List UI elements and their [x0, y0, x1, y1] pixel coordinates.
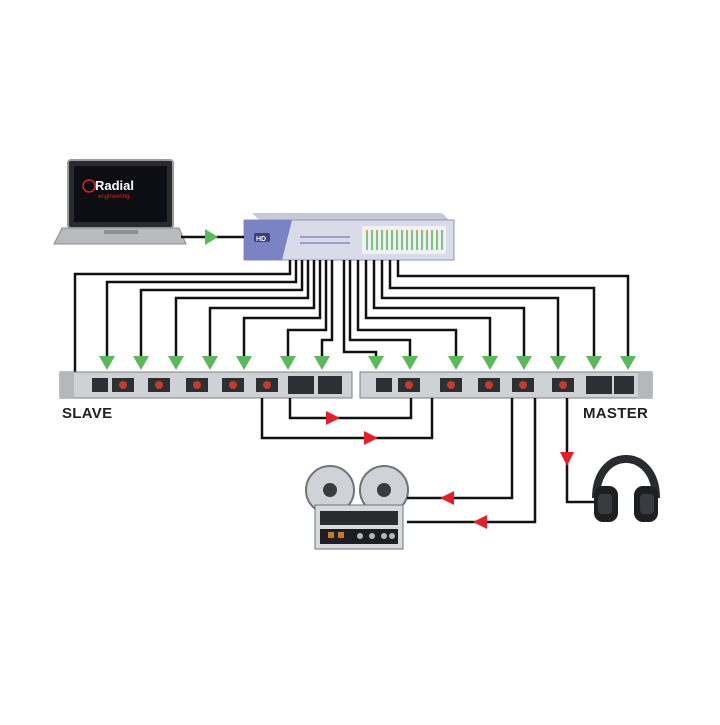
slave-label: SLAVE — [62, 405, 113, 422]
audio-interface: HD — [243, 213, 455, 261]
laptop-screen-subtitle: engineering — [98, 194, 129, 200]
input-arrows — [99, 356, 636, 370]
headphone-cable — [565, 398, 594, 504]
tape-machine — [305, 465, 409, 550]
link-arrows — [326, 411, 378, 445]
tape-cables — [407, 398, 537, 524]
laptop-screen-logo: Radial — [95, 178, 134, 193]
laptop: Radial engineering — [53, 159, 187, 245]
laptop-to-interface-cable — [181, 229, 244, 245]
headphones — [592, 455, 660, 522]
slave-unit — [59, 371, 353, 399]
master-label: MASTER — [583, 405, 649, 422]
master-unit — [359, 371, 653, 399]
link-cables — [260, 398, 434, 440]
red-arrow-icon — [560, 452, 574, 466]
green-arrow-icon — [205, 229, 218, 245]
interface-badge: HD — [256, 236, 266, 243]
radial-logo-icon — [82, 179, 96, 193]
meter-grid — [362, 226, 446, 254]
interface-output-cables — [73, 260, 630, 372]
tape-arrows — [440, 491, 487, 529]
